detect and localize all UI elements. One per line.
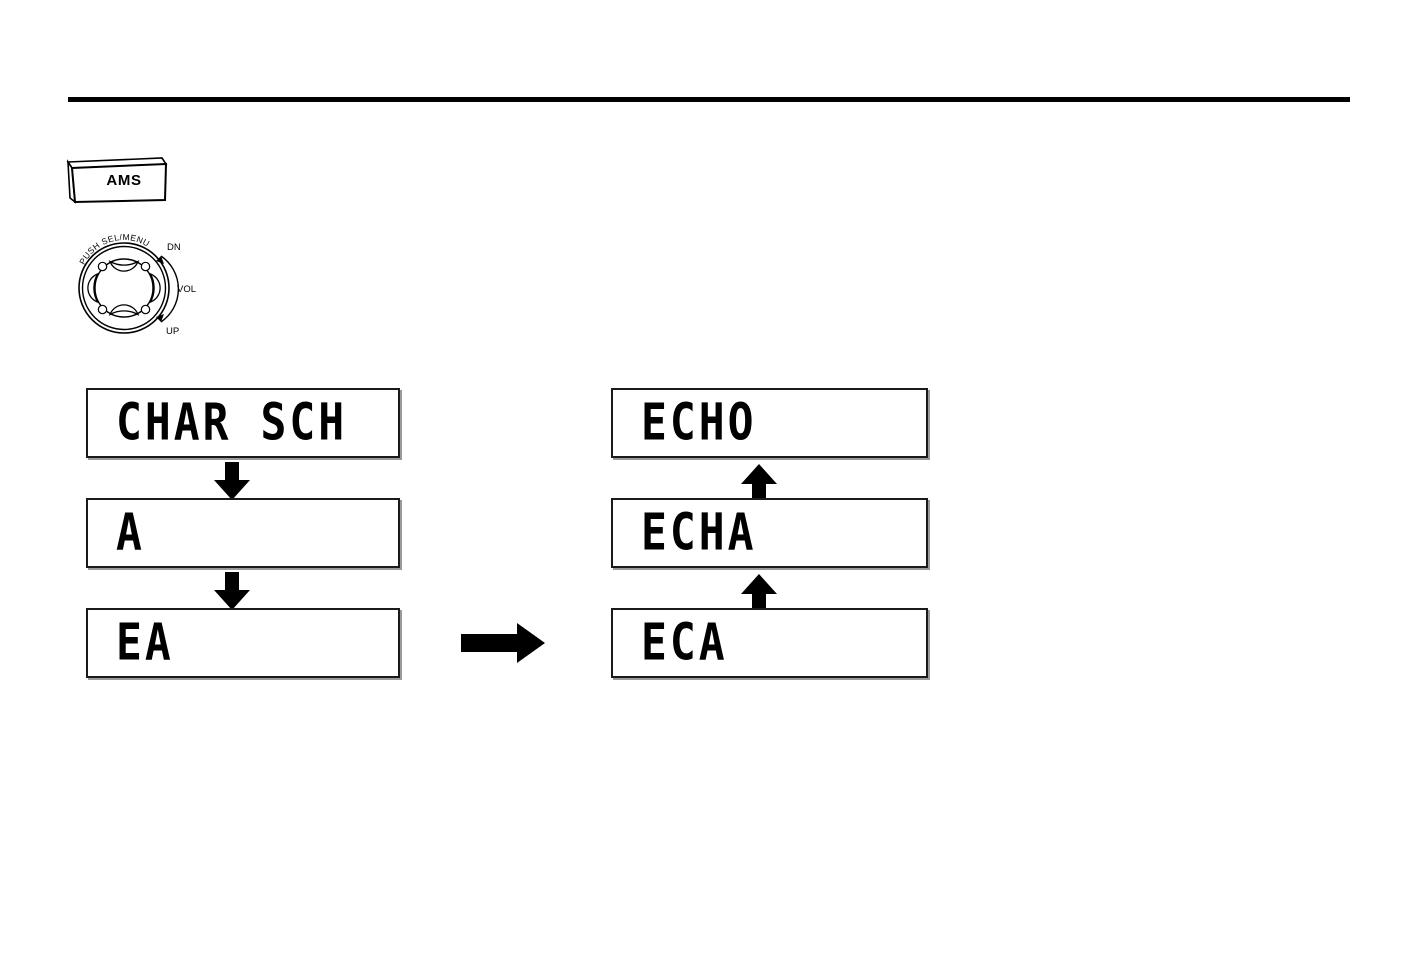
arrow-down-icon xyxy=(210,462,254,502)
lcd-display-right-1: ECHO xyxy=(611,388,928,458)
dial-up-label: UP xyxy=(166,326,179,337)
rotary-dial-icon: PUSH SEL/MENU DN VOL UP xyxy=(77,232,196,337)
arrow-right-icon xyxy=(461,621,549,665)
lcd-display-right-3: ECA xyxy=(611,608,928,678)
lcd-text: CHAR SCH xyxy=(116,392,348,452)
arrow-down-icon xyxy=(210,572,254,612)
rotary-dial[interactable]: PUSH SEL/MENU DN VOL UP xyxy=(64,226,199,348)
lcd-display-left-1: CHAR SCH xyxy=(86,388,400,458)
lcd-text: ECHO xyxy=(641,392,757,452)
top-divider xyxy=(68,97,1350,102)
lcd-display-left-2: A xyxy=(86,498,400,568)
lcd-text: ECHA xyxy=(641,502,757,562)
lcd-display-left-3: EA xyxy=(86,608,400,678)
ams-key-icon xyxy=(66,157,168,204)
arrow-up-icon xyxy=(737,572,781,612)
ams-button[interactable]: AMS xyxy=(62,152,174,208)
lcd-text: ECA xyxy=(641,612,728,672)
ams-button-label: AMS xyxy=(106,171,142,189)
lcd-display-right-2: ECHA xyxy=(611,498,928,568)
dial-dn-label: DN xyxy=(167,242,181,253)
lcd-text: EA xyxy=(116,612,174,672)
dial-vol-label: VOL xyxy=(177,284,196,295)
arrow-up-icon xyxy=(737,462,781,502)
lcd-text: A xyxy=(116,502,145,562)
